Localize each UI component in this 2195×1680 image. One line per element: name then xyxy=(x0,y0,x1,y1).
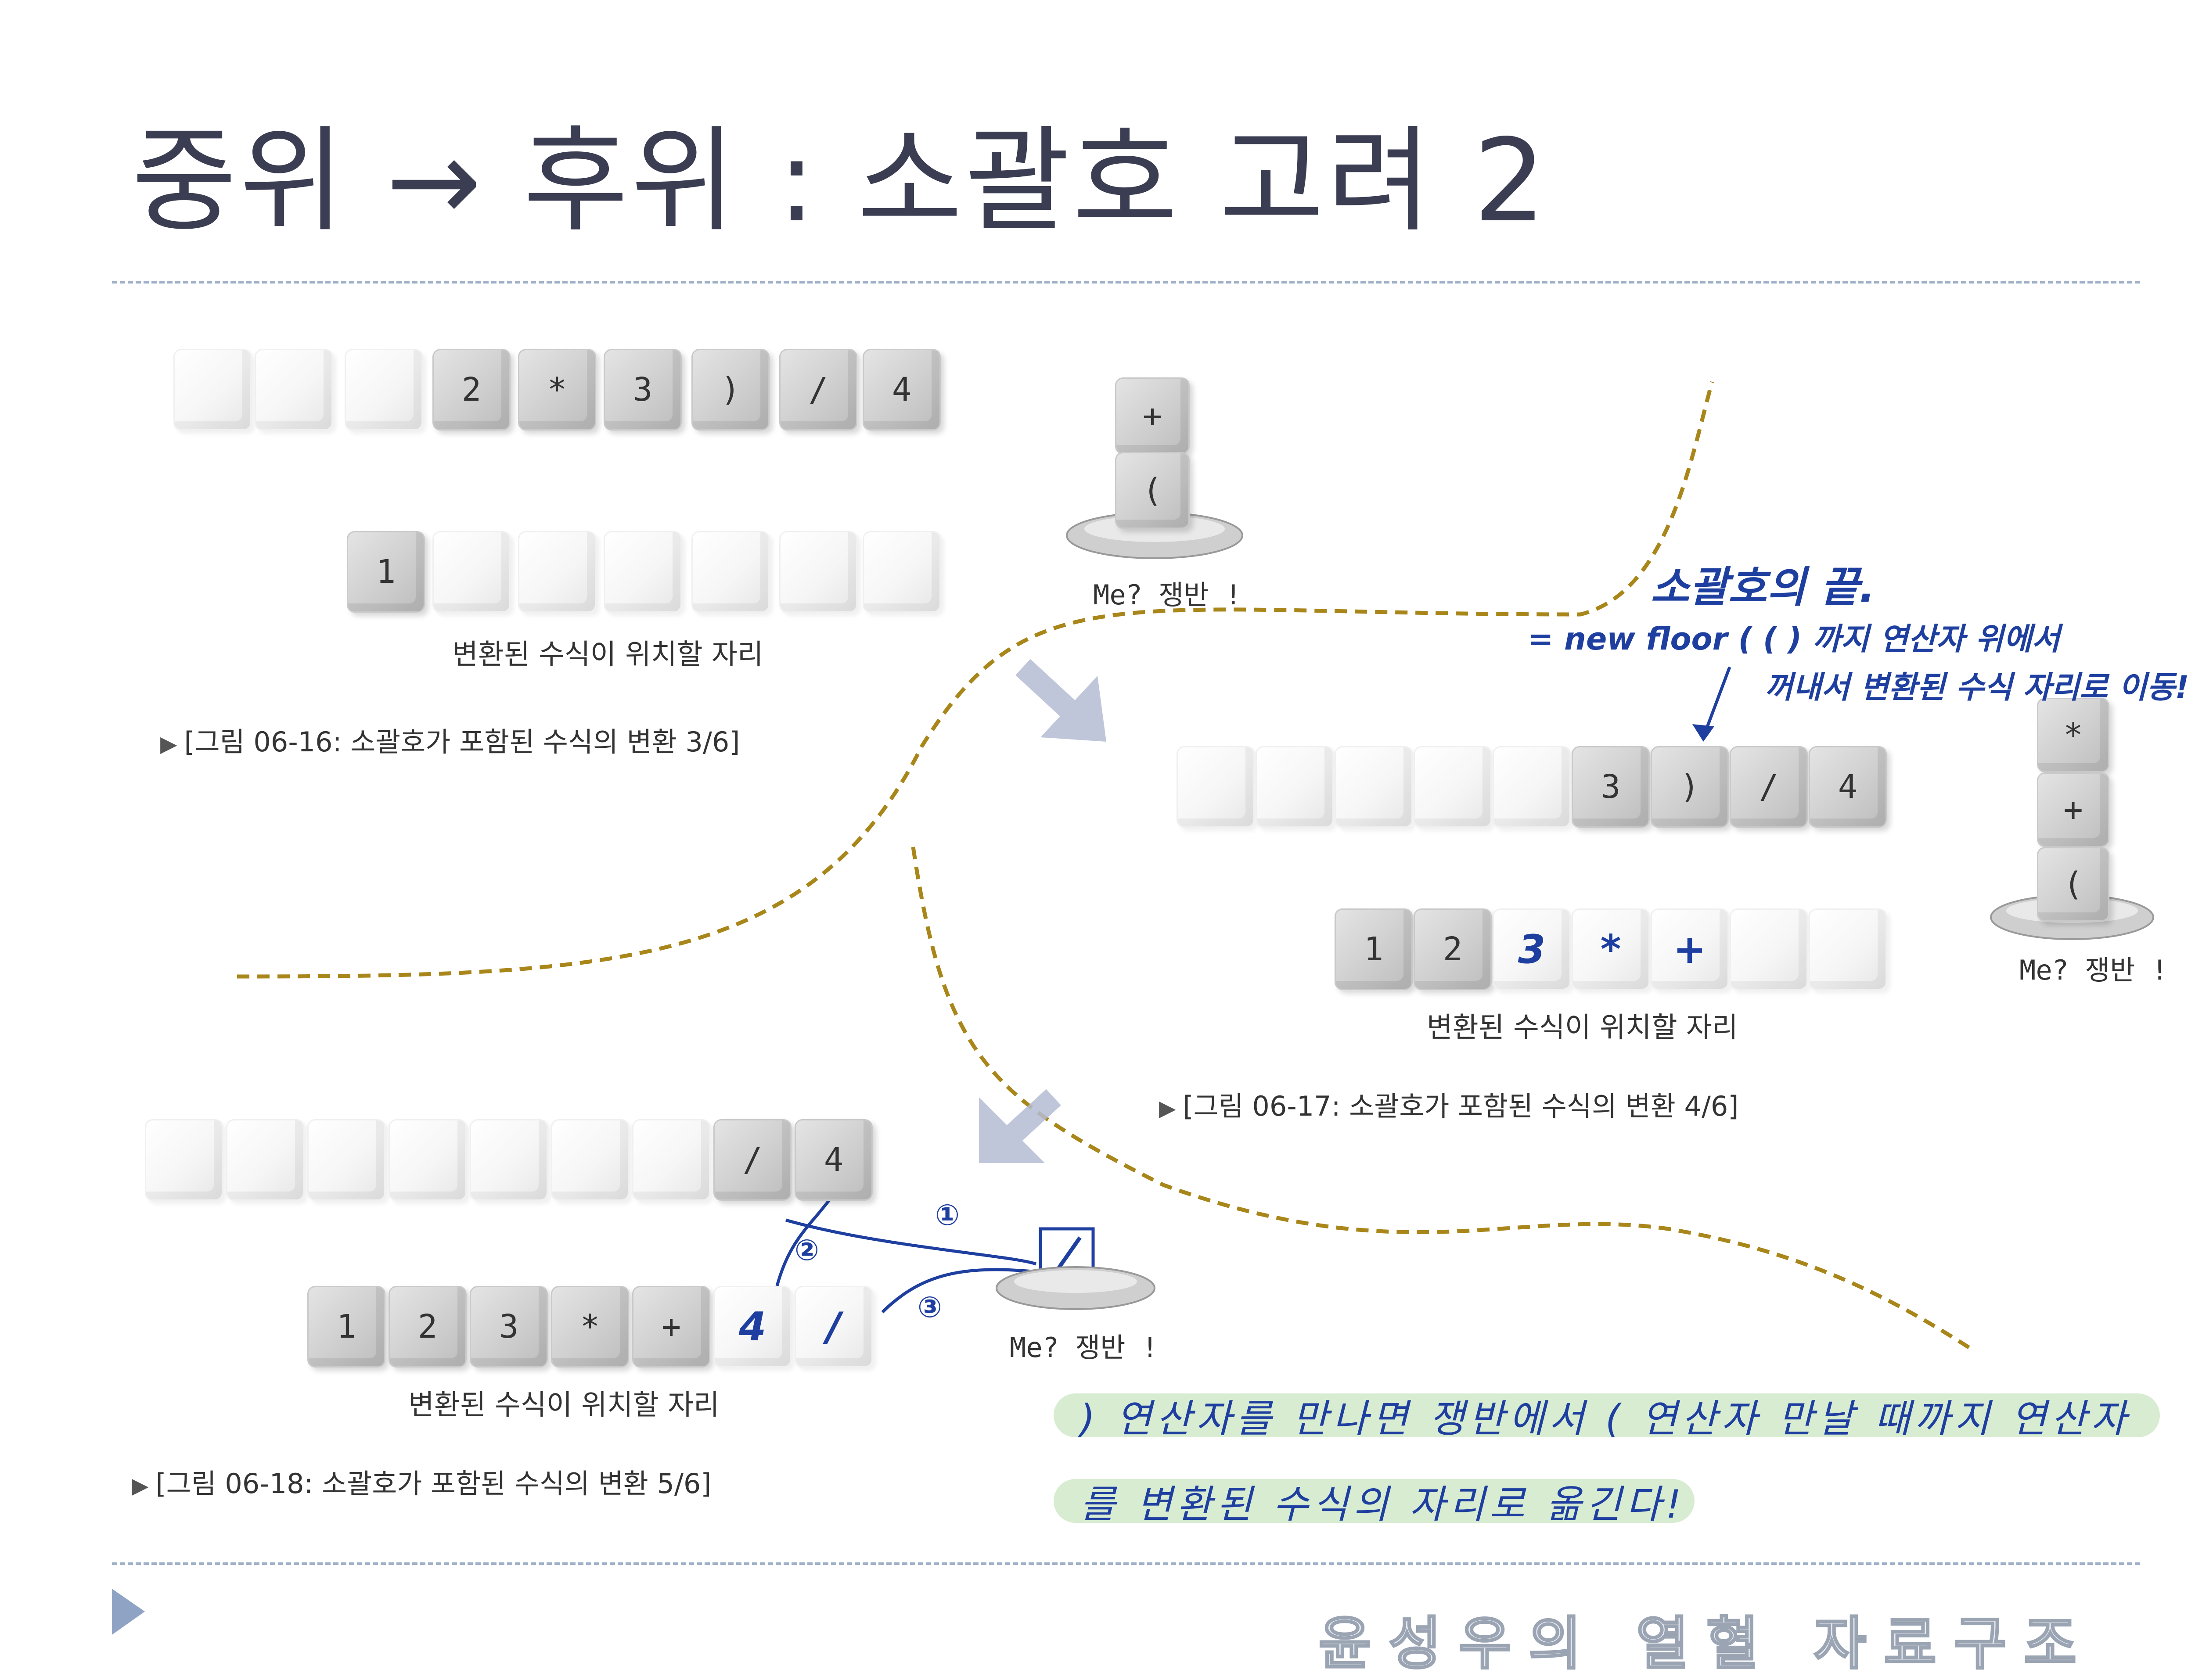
fig18-input-cell xyxy=(307,1119,385,1201)
fig17-output-label: 변환된 수식이 위치할 자리 xyxy=(1427,1012,1738,1044)
hand-arrow-note xyxy=(1702,666,1731,738)
step-mark-1: ① xyxy=(935,1198,960,1232)
fig17-caption: ▶[그림 06-17: 소괄호가 포함된 수식의 변환 4/6] xyxy=(1159,1090,1739,1122)
handwritten-note-line: = new floor ( ( ) 까지 연산자 위에서 xyxy=(1528,621,2060,657)
fig16-tray-label: Me? 쟁반 ! xyxy=(1093,579,1242,611)
fig18-output-label: 변환된 수식이 위치할 자리 xyxy=(408,1389,720,1422)
fig17-output-cell xyxy=(1809,908,1887,990)
slide-nav-triangle-icon xyxy=(112,1589,145,1635)
bullet-triangle-icon: ▶ xyxy=(1159,1095,1176,1121)
fig16-input-cell: ) xyxy=(691,349,770,431)
fig16-input-cell xyxy=(345,349,423,431)
process-arrow-1 xyxy=(1015,659,1106,742)
fig17-output-cell: 3 xyxy=(1493,908,1571,990)
fig17-output-cell: * xyxy=(1572,908,1650,990)
fig18-input-cell xyxy=(389,1119,467,1201)
fig16-output-cell: 1 xyxy=(347,531,425,613)
fig17-input-cell: ) xyxy=(1651,746,1729,828)
fig17-stack-item: * xyxy=(2037,698,2109,772)
fig18-handwritten-value: 4 xyxy=(738,1303,766,1350)
fig16-caption: ▶[그림 06-16: 소괄호가 포함된 수식의 변환 3/6] xyxy=(160,726,740,758)
fig16-output-cell xyxy=(432,531,511,613)
fig18-output-cell: + xyxy=(632,1286,710,1368)
page-title: 중위 → 후위 : 소괄호 고려 2 xyxy=(132,115,1549,248)
fig16-input-cell: 3 xyxy=(604,349,682,431)
fig17-handwritten-value: * xyxy=(1600,926,1621,973)
fig16-output-cell xyxy=(691,531,770,613)
handwritten-note-title: 소괄호의 끝. xyxy=(1651,563,1875,612)
fig16-output-cell xyxy=(863,531,941,613)
fig16-stack-item: + xyxy=(1115,377,1190,454)
step-mark-2: ② xyxy=(795,1233,819,1267)
fig17-input-cell xyxy=(1414,746,1492,828)
fig18-output-cell: 1 xyxy=(307,1286,385,1368)
fig18-input-cell xyxy=(145,1119,223,1201)
fig16-stack-item: ( xyxy=(1115,452,1190,529)
fig16-output-cell xyxy=(604,531,682,613)
hand-arrow-2 xyxy=(775,1192,835,1286)
fig17-input-cell: 4 xyxy=(1809,746,1887,828)
fig18-output-cell: * xyxy=(551,1286,629,1368)
step-mark-3: ③ xyxy=(918,1290,942,1324)
fig17-output-cell: 1 xyxy=(1335,908,1413,990)
fig18-tray-label: Me? 쟁반 ! xyxy=(1010,1332,1159,1364)
fig17-output-cell xyxy=(1730,908,1808,990)
fig18-output-cell: 3 xyxy=(470,1286,548,1368)
hand-arrow-1 xyxy=(785,1218,1037,1266)
fig17-input-cell: 3 xyxy=(1572,746,1650,828)
fig18-input-cell xyxy=(632,1119,710,1201)
fig17-input-cell xyxy=(1256,746,1334,828)
fig18-handwritten-value: / xyxy=(826,1303,841,1350)
fig17-input-cell xyxy=(1177,746,1255,828)
fig17-input-cell xyxy=(1493,746,1571,828)
fig18-input-cell: 4 xyxy=(795,1119,873,1201)
fig16-output-label: 변환된 수식이 위치할 자리 xyxy=(452,639,763,671)
fig16-input-cell: / xyxy=(779,349,857,431)
fig18-output-cell: 2 xyxy=(389,1286,467,1368)
fig18-input-cell xyxy=(226,1119,304,1201)
fig16-output-cell xyxy=(779,531,857,613)
fig16-output-cell xyxy=(518,531,596,613)
footer-brand: 윤성우의 열혈 자료구조 xyxy=(1317,1609,2094,1678)
highlight-note-2: 를 변환된 수식의 자리로 옮긴다! xyxy=(1054,1479,1695,1527)
fig16-input-cell xyxy=(255,349,333,431)
fig18-caption: ▶[그림 06-18: 소괄호가 포함된 수식의 변환 5/6] xyxy=(132,1468,712,1500)
fig16-input-cell: * xyxy=(518,349,596,431)
fig17-stack-item: + xyxy=(2037,772,2109,847)
highlight-note-1: ) 연산자를 만나면 쟁반에서 ( 연산자 만날 때까지 연산자 xyxy=(1054,1393,2160,1441)
fig17-input-cell: / xyxy=(1730,746,1808,828)
fig16-input-cell: 2 xyxy=(432,349,511,431)
fig17-handwritten-value: + xyxy=(1673,926,1706,973)
fig17-input-cell xyxy=(1335,746,1413,828)
fig16-input-cell: 4 xyxy=(863,349,941,431)
fig18-input-cell xyxy=(470,1119,548,1201)
divider-curve-right xyxy=(911,847,1977,1353)
fig17-stack-item: ( xyxy=(2037,847,2109,922)
hand-arrow-3 xyxy=(881,1268,1045,1314)
fig17-output-cell: + xyxy=(1651,908,1729,990)
fig17-tray-label: Me? 쟁반 ! xyxy=(2019,954,2168,986)
fig18-output-cell: 4 xyxy=(713,1286,792,1368)
fig18-output-cell: / xyxy=(795,1286,873,1368)
process-arrow-2 xyxy=(979,1089,1061,1163)
divider-curve-left xyxy=(237,381,1714,979)
fig17-handwritten-value: 3 xyxy=(1518,926,1546,973)
bullet-triangle-icon: ▶ xyxy=(160,731,177,757)
bullet-triangle-icon: ▶ xyxy=(132,1473,149,1498)
top-divider xyxy=(112,281,2140,284)
fig16-input-cell xyxy=(173,349,252,431)
fig18-input-cell: / xyxy=(713,1119,792,1201)
bottom-divider xyxy=(112,1562,2140,1565)
fig18-input-cell xyxy=(551,1119,629,1201)
handwritten-note-line: 꺼내서 변환된 수식 자리로 이동! xyxy=(1765,669,2189,705)
fig17-output-cell: 2 xyxy=(1414,908,1492,990)
